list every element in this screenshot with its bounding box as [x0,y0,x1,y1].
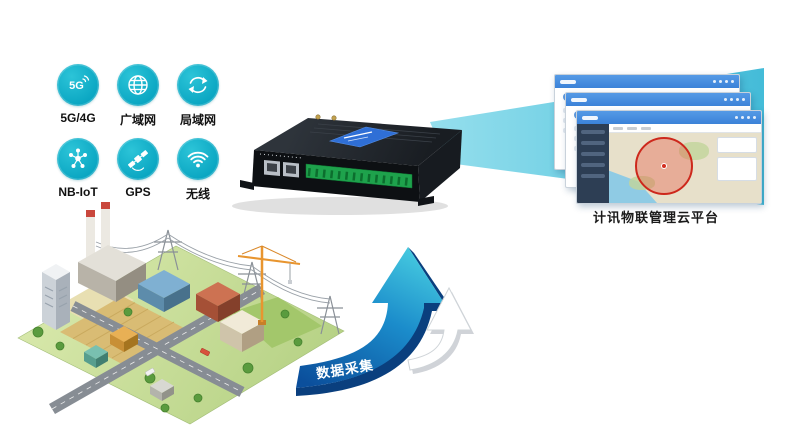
feature-label: 局域网 [179,113,216,127]
factory-building [78,202,146,302]
header-dot [731,80,734,83]
feature-lan: 局域网 [168,64,228,128]
feature-wireless: 无线 [168,138,228,202]
screen-logo [582,115,598,120]
toolbar-item [613,126,623,130]
lan-sync-icon [177,64,219,106]
header-dot [753,116,756,119]
feature-label: 广域网 [119,113,156,127]
feature-label: 5G/4G [60,111,96,125]
map-pin [661,163,667,169]
header-dot [741,116,744,119]
map-info-box [717,137,757,153]
feature-5g4g: 5G 5G/4G [48,64,108,128]
screen-logo [560,79,576,84]
screen-header [566,93,750,106]
sidebar-menu-item [581,130,605,134]
antenna-connector [315,114,321,120]
map-area [609,124,761,203]
data-collection-arrow: 数据采集 [296,247,452,396]
5g-icon: 5G [57,64,99,106]
header-dot [725,80,728,83]
screen-sidebar [577,124,609,203]
map-info-box [717,157,757,181]
construction-crane [237,245,301,325]
header-dot [736,98,739,101]
sidebar-menu-item [581,163,605,167]
device-label [328,126,400,148]
header-dot [724,98,727,101]
terminal-block [305,163,413,189]
header-dot [742,98,745,101]
map-toolbar [609,124,761,133]
sidebar-menu-item [581,152,605,156]
header-dot [719,80,722,83]
feature-wan: 广域网 [108,64,168,128]
platform-caption: 计讯物联管理云平台 [592,210,719,225]
white-arrow [407,286,474,374]
wan-globe-icon [117,64,159,106]
sidebar-menu-item [581,141,605,145]
antenna-connector [331,115,337,121]
ethernet-ports [264,160,299,178]
iot-gateway-device [232,114,462,215]
wifi-icon [177,138,219,180]
feature-nbiot: NB-IoT [48,138,108,202]
toolbar-item [641,126,651,130]
platform-screen-front [576,110,762,204]
screen-body [577,124,761,203]
gps-satellite-icon [117,138,159,180]
feature-label: GPS [125,185,151,199]
sidebar-menu-item [581,174,605,178]
trees [32,307,303,413]
screen-header [577,111,761,124]
feature-label: 无线 [185,187,210,201]
vehicle [145,367,155,377]
screen-logo [571,97,587,102]
screen-header [555,75,739,88]
header-dot [747,116,750,119]
feature-gps: GPS [108,138,168,202]
feature-label: NB-IoT [58,185,98,199]
power-towers [154,229,343,335]
toolbar-item [627,126,637,130]
vehicle [200,348,210,356]
header-dot [713,80,716,83]
city-buildings [42,264,264,401]
city-illustration [17,202,345,425]
nbiot-network-icon [57,138,99,180]
header-dot [730,98,733,101]
svg-text:5G: 5G [69,80,84,92]
header-dot [735,116,738,119]
connectivity-features: 5G 5G/4G 广域网 [48,64,228,202]
